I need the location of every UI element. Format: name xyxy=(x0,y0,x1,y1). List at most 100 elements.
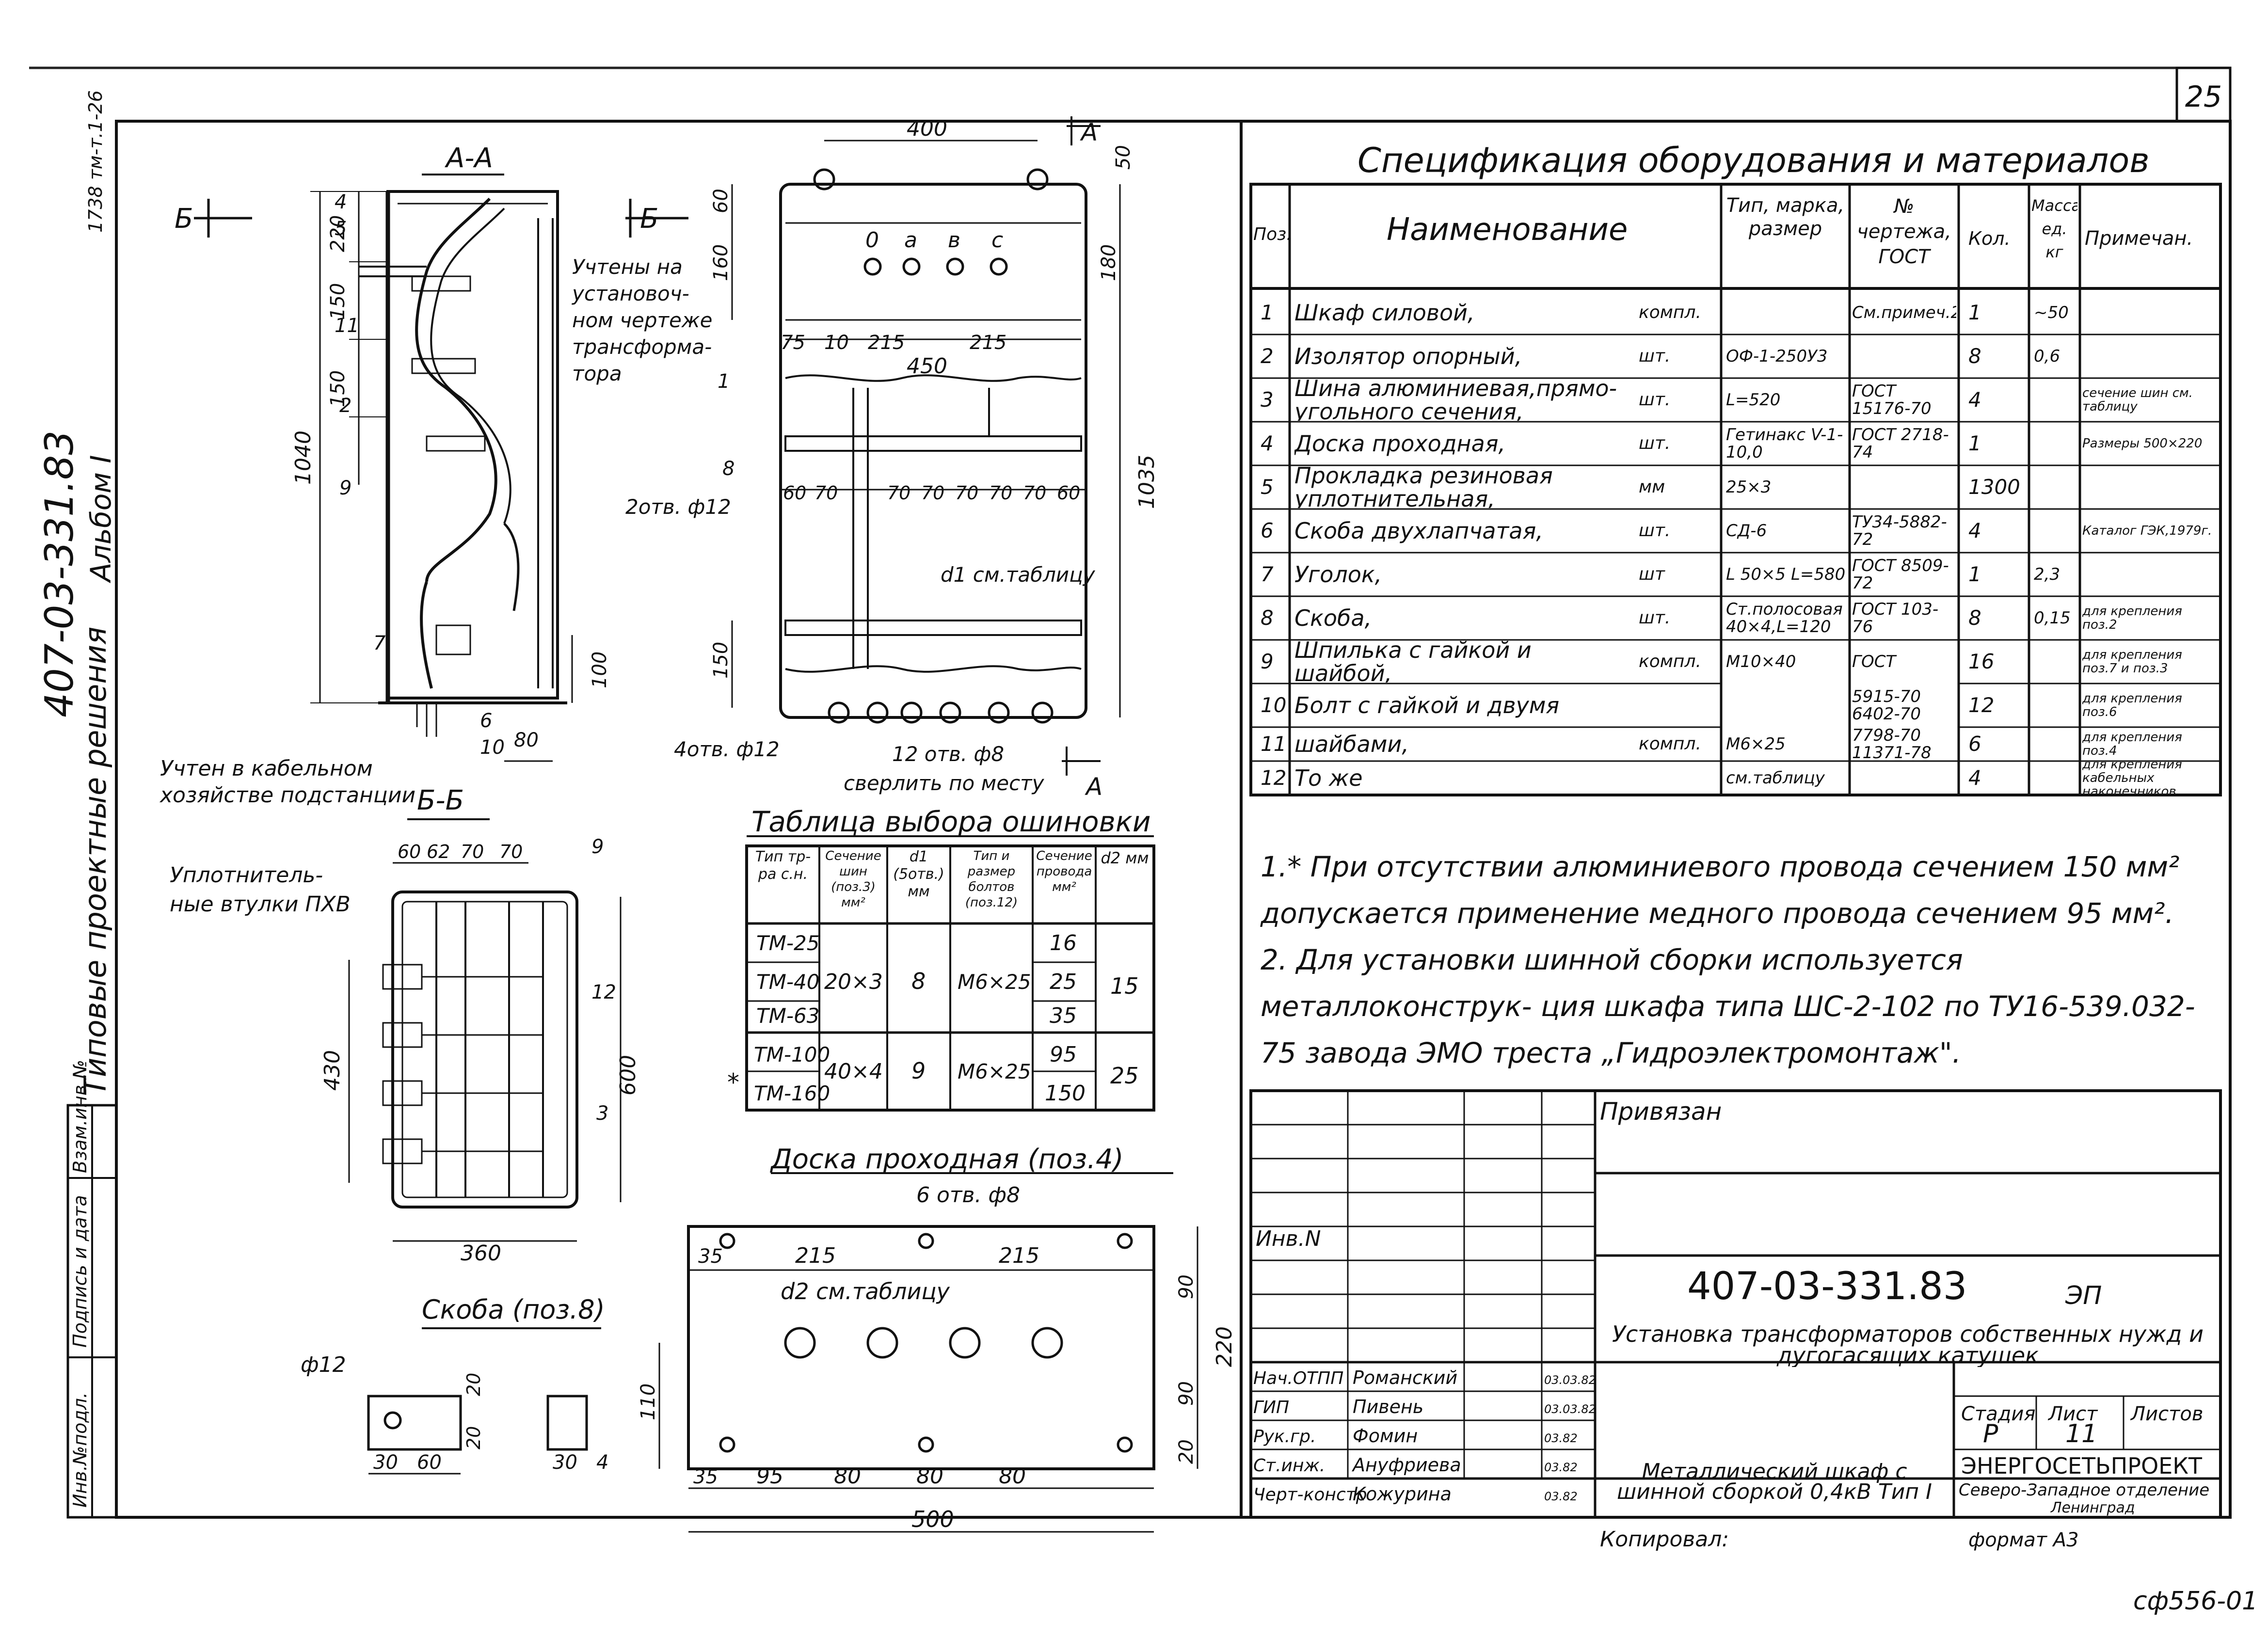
spec-cell-text: 6 xyxy=(1968,732,1981,756)
view-skoba xyxy=(367,1327,601,1475)
spec-cell-text: Скоба, xyxy=(1294,605,1372,631)
doska-holes-note: 6 отв. ф8 xyxy=(916,1183,1020,1208)
title-organization: ЭНЕРГОСЕТЬПРОЕКТ xyxy=(1961,1453,2203,1479)
callout-1: 1 xyxy=(718,370,730,393)
spec-cell-text: 5915-70 6402-70 xyxy=(1852,687,1921,724)
spec-cell-text: 1 xyxy=(1968,562,1981,586)
spec-cell-r11-c4: М6×25 xyxy=(1726,735,1786,753)
sel-type-tm160: ТМ-160 xyxy=(754,1081,830,1105)
note-a-top-5: тора xyxy=(572,362,622,385)
sel-header-bolt: Тип и размер болтов (поз.12) xyxy=(965,849,1018,910)
spec-cell-text xyxy=(1726,292,1847,334)
spec-cell-text: 12 xyxy=(1968,693,1995,717)
spec-cell-r3-c1: 3 xyxy=(1261,389,1274,411)
doska-dim-bot-80b: 80 xyxy=(916,1464,943,1489)
doska-dim-bot-95: 95 xyxy=(756,1464,783,1489)
dim-b-600: 600 xyxy=(616,1055,640,1096)
spec-cell-text: Уголок, xyxy=(1294,561,1382,588)
spec-cell-r7-c4: L 50×5 L=580 xyxy=(1726,565,1846,584)
sel-header-section: Сечение шин (поз.3) мм² xyxy=(825,849,881,910)
doska-title: Доска проходная (поз.4) xyxy=(769,1144,1123,1175)
spec-cell-text: см.таблицу xyxy=(1726,768,1825,788)
role-role-2: ГИП xyxy=(1253,1398,1289,1417)
title-copied: Копировал: xyxy=(1600,1527,1729,1552)
note-a-top-1: Учтены на xyxy=(572,255,683,279)
spec-cell-r2-c2: Изолятор опорный, xyxy=(1294,345,1522,368)
spec-cell-text: Прокладка резиновая уплотнительная, xyxy=(1294,466,1553,508)
spec-cell-text: L 50×5 L=580 xyxy=(1726,565,1846,584)
spec-cell-r5-c7 xyxy=(2034,466,2077,508)
spec-cell-text: Шкаф силовой, xyxy=(1294,300,1475,326)
view-b-b xyxy=(348,818,622,1242)
spec-cell-r8-c6: 8 xyxy=(1968,607,1981,629)
spec-cell-r10-c3 xyxy=(1639,684,1721,726)
spec-cell-r4-c4: Гетинакс V-1-10,0 xyxy=(1726,426,1843,461)
spec-cell-r4-c8: Размеры 500×220 xyxy=(2082,437,2202,450)
dim-a-150a: 150 xyxy=(327,283,349,320)
dim-b-60: 60 xyxy=(398,841,421,862)
role-date-1: 03.03.82 xyxy=(1544,1373,1596,1387)
callout-6: 6 xyxy=(480,710,492,732)
doska-dim-90a: 90 xyxy=(1175,1274,1198,1299)
footer-code: сф556-01 xyxy=(2133,1587,2258,1616)
sel-d2-15: 15 xyxy=(1110,973,1139,999)
spec-cell-text: шт xyxy=(1639,564,1665,584)
spec-cell-r3-c4: L=520 xyxy=(1726,391,1780,409)
spec-cell-r9-c3: компл. xyxy=(1639,652,1701,671)
bus-label-a: a xyxy=(904,228,917,253)
note-a-top-3: ном чертеже xyxy=(572,308,713,332)
section-mark-a-bottom: А xyxy=(1085,773,1102,801)
spec-cell-text xyxy=(1639,762,1721,794)
general-notes: 1.* При отсутствии алюминиевого провода … xyxy=(1261,843,2220,1076)
spec-cell-r7-c3: шт xyxy=(1639,564,1665,584)
role-date-5: 03.82 xyxy=(1544,1490,1578,1503)
spec-cell-r12-c8: для крепления кабельных наконечников xyxy=(2082,762,2182,794)
dim-hole-70b: 70 xyxy=(887,482,910,504)
doska-dim-bot-35: 35 xyxy=(693,1466,718,1488)
spec-cell-r11-c8: для крепления поз.4 xyxy=(2082,731,2182,758)
label-12otv: 12 отв. ф8 xyxy=(892,742,1004,766)
callout-8: 8 xyxy=(722,458,735,480)
spec-cell-r6-c1: 6 xyxy=(1261,519,1274,542)
side-album: Альбом I xyxy=(84,455,117,584)
sel-type-tm40: ТМ-40 xyxy=(756,970,820,994)
doska-dim-bot-80a: 80 xyxy=(834,1464,861,1489)
spec-cell-r2-c6: 8 xyxy=(1968,346,1981,367)
role-name-4: Ануфриева xyxy=(1351,1454,1461,1476)
note-1: 1.* При отсутствии алюминиевого провода … xyxy=(1261,850,2180,930)
spec-cell-r3-c5: ГОСТ 15176-70 xyxy=(1852,382,1932,417)
spec-cell-text: 0,6 xyxy=(2034,347,2060,366)
spec-cell-r7-c1: 7 xyxy=(1261,564,1274,585)
sel-wire-95: 95 xyxy=(1050,1042,1077,1067)
spec-cell-r9-c6: 16 xyxy=(1968,651,1994,672)
title-branch: Северо-Западное отделение xyxy=(1959,1480,2209,1500)
dim-front-180: 180 xyxy=(1098,244,1120,281)
skoba-dim-30: 30 xyxy=(373,1451,398,1474)
side-sheet-code: 1738 тм-т.1-26 xyxy=(85,90,106,233)
title-privyazan: Привязан xyxy=(1600,1097,1722,1126)
spec-cell-r12-c1: 12 xyxy=(1261,767,1286,789)
title-sheets-header: Листов xyxy=(2130,1403,2203,1425)
spec-header-type: Тип, марка, размер xyxy=(1726,194,1844,240)
doska-dim-90b: 90 xyxy=(1175,1381,1198,1406)
doska-dim-20: 20 xyxy=(1175,1439,1198,1464)
spec-cell-r4-c5: ГОСТ 2718-74 xyxy=(1852,426,1949,461)
dim-front-215a: 215 xyxy=(868,332,905,354)
spec-cell-text xyxy=(1852,762,1956,794)
dim-front-215b: 215 xyxy=(970,332,1006,354)
spec-cell-text xyxy=(2082,466,2218,508)
dim-front-10: 10 xyxy=(824,332,849,354)
spec-cell-text xyxy=(1852,335,1956,377)
side-doc-number: 407-03-331.83 xyxy=(37,430,82,717)
dim-front-1035: 1035 xyxy=(1134,455,1159,509)
spec-cell-text: 6 xyxy=(1261,519,1274,542)
doska-dim-top-215a: 215 xyxy=(795,1243,836,1268)
title-project: Установка трансформаторов собственных ну… xyxy=(1612,1323,2204,1367)
spec-cell-r6-c3: шт. xyxy=(1639,522,1670,540)
spec-cell-text: 1 xyxy=(1968,431,1981,455)
role-role-5: Черт-констр xyxy=(1253,1485,1367,1505)
spec-cell-text: 2 xyxy=(1261,344,1274,368)
spec-cell-r1-c5: См.примеч.2 xyxy=(1852,304,1956,321)
spec-cell-text: компл. xyxy=(1639,652,1701,671)
